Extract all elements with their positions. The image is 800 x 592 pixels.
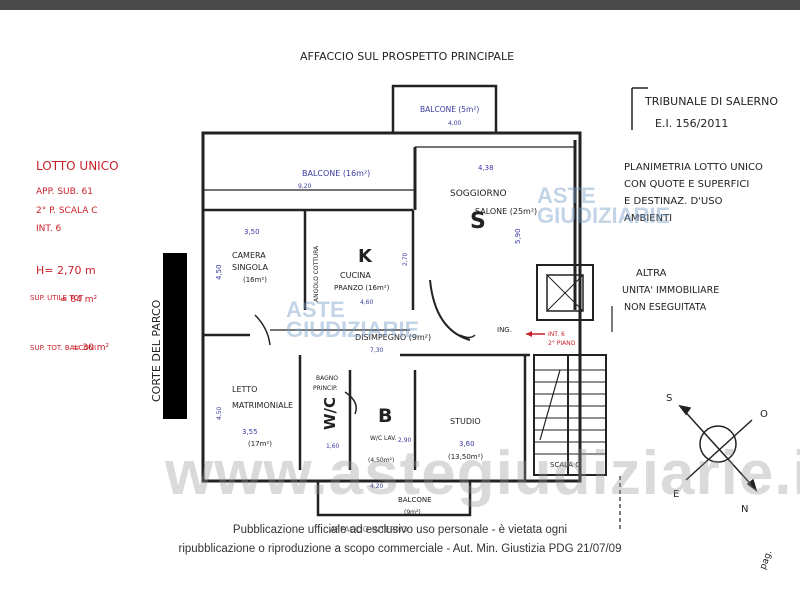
watermark-aste-1: ASTE GIUDIZIARIE <box>286 297 420 342</box>
camera-label2: SINGOLA <box>232 263 269 272</box>
lot-line1: APP. SUB. 61 <box>36 187 93 197</box>
redaction-bar <box>163 253 187 419</box>
bagno-label2: PRINCIP. <box>313 385 338 392</box>
other-unit-line3: NON ESEGUITATA <box>624 302 707 313</box>
legend-block: PLANIMETRIA LOTTO UNICO CON QUOTE E SUPE… <box>624 162 763 224</box>
letto-label: LETTO <box>232 385 257 394</box>
disimpegno-dim: 7,30 <box>370 347 384 354</box>
cucina-letter: K <box>358 246 373 267</box>
lot-line2: 2° P. SCALA C <box>36 206 98 216</box>
bagno-label: BAGNO <box>316 375 338 382</box>
lot-balc-value: = 30 m² <box>72 343 109 353</box>
watermark-aste-1-line1: ASTE <box>286 297 345 322</box>
floor-plan-svg: AFFACCIO SUL PROSPETTO PRINCIPALE TRIBUN… <box>30 50 778 571</box>
affaccio-bottom-label: AFFACCIO INTERNO <box>330 525 408 534</box>
stairs <box>533 354 607 476</box>
legend-line1: PLANIMETRIA LOTTO UNICO <box>624 162 763 173</box>
footer-line2: ripubblicazione o riproduzione a scopo c… <box>178 543 622 555</box>
ingresso-label: ING. <box>497 326 512 334</box>
legend-line4: AMBIENTI <box>624 213 672 224</box>
studio-area: (13,50m²) <box>448 453 483 461</box>
watermark-aste-2-line2: GIUDIZIARIE <box>537 203 671 228</box>
compass-icon <box>678 404 758 492</box>
letto-dim-h: 4,50 <box>216 406 223 420</box>
lot-sup-label: SUP. UTILE TOT <box>30 294 84 302</box>
letto-label2: MATRIMONIALE <box>232 401 293 410</box>
camera-area: (16m²) <box>243 276 267 284</box>
balcone-main-dim: 9,20 <box>298 183 312 190</box>
lot-info-block: LOTTO UNICO APP. SUB. 61 2° P. SCALA C I… <box>30 159 119 353</box>
header-title-text: AFFACCIO SUL PROSPETTO PRINCIPALE <box>300 50 514 63</box>
scala-label: SCALA C <box>550 461 580 469</box>
int-piano-label: INT. 6 <box>548 331 565 338</box>
studio-dim: 3,60 <box>459 440 475 448</box>
header-title: AFFACCIO SUL PROSPETTO PRINCIPALE <box>300 50 514 63</box>
wc-lav-label: W/C LAV. <box>370 435 397 442</box>
balcone-top-label: BALCONE (5m²) <box>420 105 479 114</box>
camera-dim-w: 3,50 <box>244 228 260 236</box>
other-unit-line1: ALTRA <box>636 268 667 279</box>
compass-n: N <box>741 504 748 515</box>
wc-dim2: 2,90 <box>398 437 412 444</box>
footer-line1: Pubblicazione ufficiale ad esclusivo uso… <box>232 524 568 536</box>
b-letter: B <box>378 405 392 427</box>
balcone-top-dim: 4,00 <box>448 120 462 127</box>
elevator-icon <box>536 264 594 321</box>
balcone-bottom-label: BALCONE <box>398 496 432 504</box>
lot-title: LOTTO UNICO <box>36 159 119 173</box>
legend-line3: E DESTINAZ. D'USO <box>624 196 723 207</box>
walls <box>201 84 582 517</box>
floor-plan-stage: AFFACCIO SUL PROSPETTO PRINCIPALE TRIBUN… <box>0 10 800 588</box>
compass-e: E <box>673 489 679 500</box>
cucina-dim-w: 4,60 <box>360 299 374 306</box>
lot-sup-value: = 84 m² <box>60 295 97 305</box>
compass-o: O <box>760 409 768 420</box>
wc-lav-area: (4,50m²) <box>368 457 394 464</box>
other-unit-block: ALTRA UNITA' IMMOBILIARE NON ESEGUITATA <box>622 268 719 313</box>
disimpegno-label: DISIMPEGNO (9m²) <box>355 333 431 342</box>
wc-letter: W/C <box>321 397 339 430</box>
int-piano-label2: 2° PIANO <box>548 340 576 347</box>
tribunal-line2: E.I. 156/2011 <box>655 117 728 130</box>
soggiorno-area: SALONE (25m²) <box>475 207 537 216</box>
soggiorno-dim-h: 5,90 <box>514 228 522 244</box>
balcone-bottom-area: (9m²) <box>404 509 421 516</box>
top-bar <box>0 0 800 10</box>
watermark-aste-2-line1: ASTE <box>537 183 596 208</box>
letto-area: (17m²) <box>248 440 272 448</box>
balcone-bottom-dim: 4,20 <box>370 483 384 490</box>
soggiorno-dim-w: 4,38 <box>478 164 494 172</box>
tribunal-line1: TRIBUNALE DI SALERNO <box>644 95 778 108</box>
side-label: CORTE DEL PARCO <box>150 299 163 402</box>
soggiorno-label: SOGGIORNO <box>450 189 507 199</box>
lot-line3: INT. 6 <box>36 224 62 234</box>
balcone-main-label: BALCONE (16m²) <box>302 169 370 178</box>
wc-dim: 1,60 <box>326 443 340 450</box>
entrance-arrow <box>526 331 545 337</box>
cucina-dim-h: 2,70 <box>402 252 409 266</box>
watermark-website: www.astegiudiziarie.it <box>165 439 800 508</box>
tribunal-block: TRIBUNALE DI SALERNO E.I. 156/2011 <box>631 87 778 130</box>
lot-height: H= 2,70 m <box>36 264 96 277</box>
other-unit-line2: UNITA' IMMOBILIARE <box>622 285 719 296</box>
watermark-aste-2: ASTE GIUDIZIARIE <box>537 183 671 228</box>
camera-dim-h: 4,50 <box>215 264 223 280</box>
camera-label: CAMERA <box>232 251 266 260</box>
watermark-aste-1-line2: GIUDIZIARIE <box>286 317 420 342</box>
soggiorno-letter: S <box>470 209 486 234</box>
lot-balc-label: SUP. TOT. BALCONI <box>30 344 96 352</box>
compass-s: S <box>666 393 672 404</box>
cucina-area: PRANZO (16m²) <box>334 284 390 292</box>
letto-dim-w: 3,55 <box>242 428 258 436</box>
studio-label: STUDIO <box>450 417 481 426</box>
legend-line2: CON QUOTE E SUPERFICI <box>624 179 749 190</box>
cucina-label: CUCINA <box>340 271 371 280</box>
angolo-cottura-label: ANGOLO COTTURA <box>313 245 320 302</box>
